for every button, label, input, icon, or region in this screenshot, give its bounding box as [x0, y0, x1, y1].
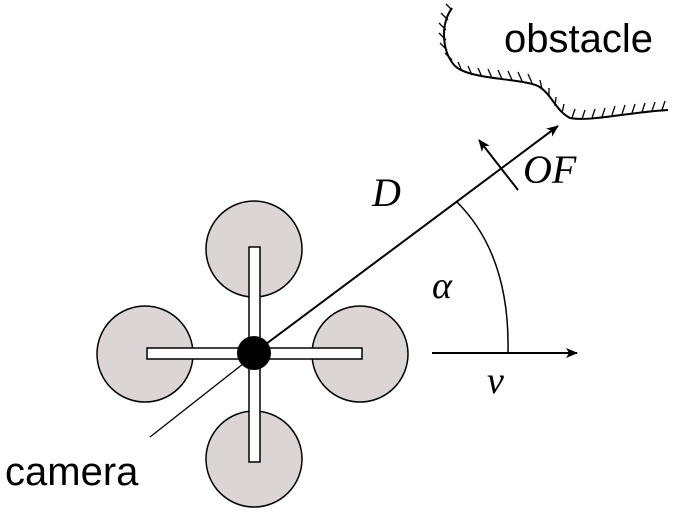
obstacle-label: obstacle — [504, 17, 653, 61]
line-of-sight-arrow — [253, 125, 559, 354]
camera-pointer-line — [149, 359, 249, 438]
distance-label: D — [371, 170, 401, 215]
obstacle-shape — [438, 3, 669, 120]
obstacle-boundary — [443, 7, 669, 120]
optical-flow-label: OF — [523, 147, 577, 192]
camera-label: camera — [5, 450, 139, 494]
drone — [96, 200, 409, 508]
velocity-label: v — [487, 360, 504, 402]
optical-flow-arrow — [478, 139, 519, 191]
obstacle-hatching — [438, 3, 666, 120]
angle-label: α — [432, 265, 453, 307]
angle-arc — [456, 201, 509, 353]
